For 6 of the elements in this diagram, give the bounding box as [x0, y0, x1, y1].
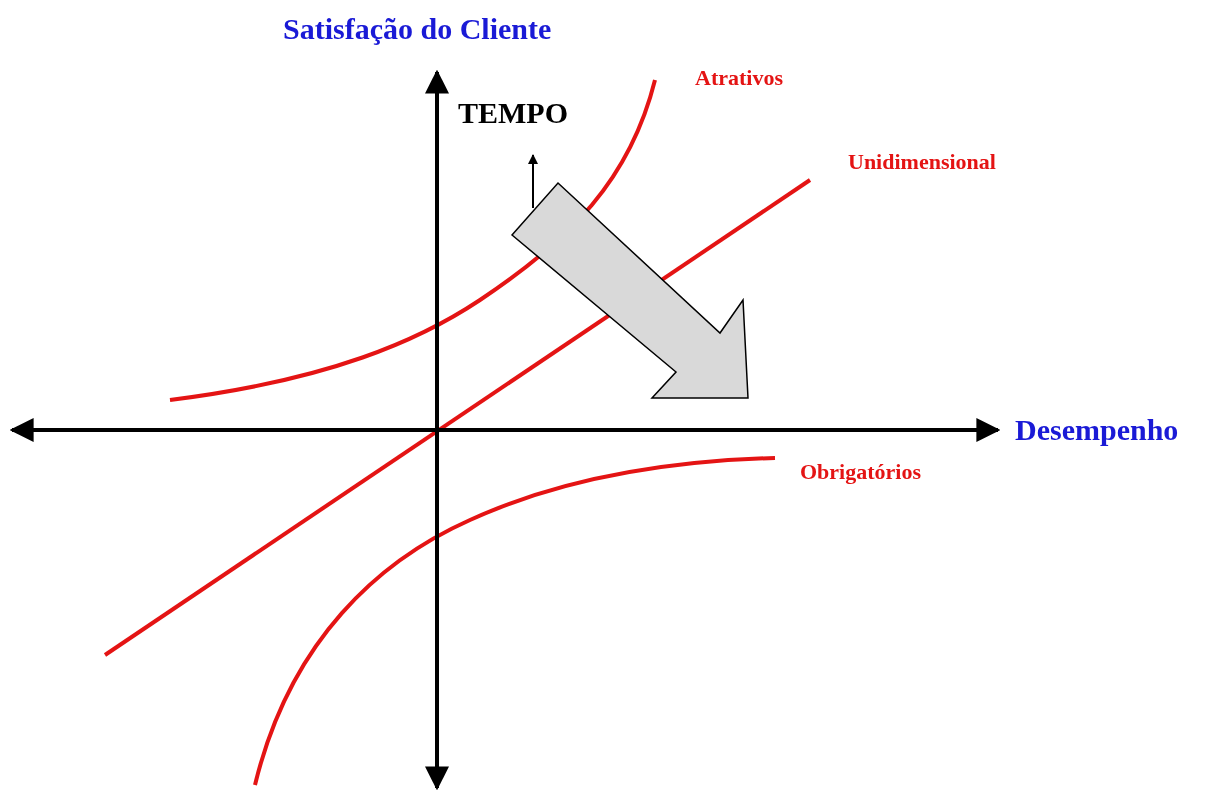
time-label: TEMPO: [458, 96, 568, 129]
curve-label: Obrigatórios: [800, 460, 921, 485]
axis-label: Desempenho: [1015, 413, 1179, 446]
curve-label: Unidimensional: [848, 150, 996, 175]
axis-label: Satisfação do Cliente: [283, 12, 552, 45]
curve-label: Atrativos: [695, 66, 783, 91]
